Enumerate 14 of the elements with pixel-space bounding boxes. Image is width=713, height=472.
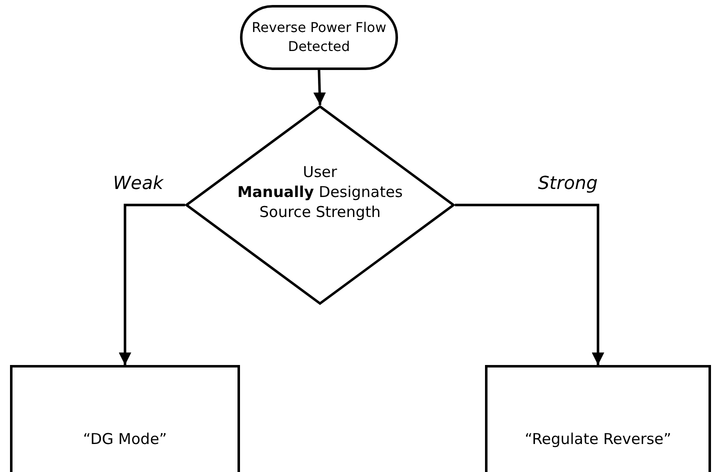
node-text: “DG Mode”: [83, 429, 167, 449]
arrow: [118, 204, 185, 365]
node-text: Source Strength: [259, 202, 381, 222]
edge-label: Weak: [113, 173, 164, 194]
arrow: [313, 70, 326, 106]
process-box: [10, 365, 240, 472]
node-text: “Regulate Reverse”: [524, 429, 672, 449]
edge-label: Strong: [538, 173, 598, 194]
arrow: [455, 204, 604, 365]
decision-diamond: [185, 105, 455, 305]
node-text: Manually Designates: [237, 182, 403, 202]
node-text: User: [302, 162, 338, 182]
node-text: Reverse Power Flow Detected: [250, 18, 388, 56]
process-box: [485, 365, 711, 472]
